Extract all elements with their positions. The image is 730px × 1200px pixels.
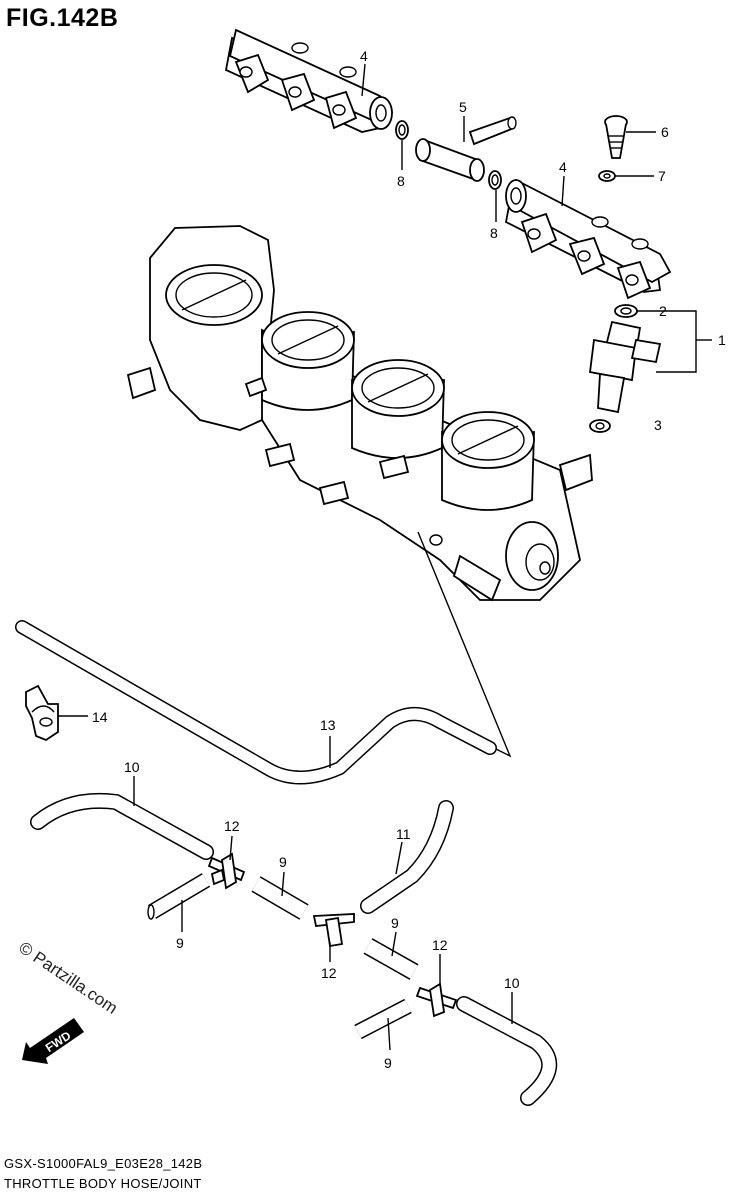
callout-12b: 12 <box>432 937 448 953</box>
reference-arrow <box>417 531 512 758</box>
joint-12a[interactable] <box>207 852 246 890</box>
callout-4b: 4 <box>559 159 567 175</box>
callout-2: 2 <box>659 303 667 319</box>
callout-6: 6 <box>661 124 669 140</box>
fwd-badge: FWD <box>22 1018 84 1064</box>
callout-8b: 8 <box>490 225 498 241</box>
callout-4a: 4 <box>360 48 368 64</box>
joint-12b[interactable] <box>312 913 355 948</box>
callout-14: 14 <box>92 709 108 725</box>
callout-labels: 1 2 3 4 4 5 6 7 8 8 13 14 10 12 9 11 9 9… <box>92 48 726 1071</box>
callout-3: 3 <box>654 417 662 433</box>
bolt[interactable] <box>604 115 628 159</box>
callout-7: 7 <box>658 168 666 184</box>
footer-description: THROTTLE BODY HOSE/JOINT <box>4 1176 202 1191</box>
throttle-body[interactable] <box>126 225 593 602</box>
callout-1: 1 <box>718 332 726 348</box>
figure-title: FIG.142B <box>6 4 119 32</box>
clamp[interactable] <box>25 684 59 742</box>
fuel-injector[interactable] <box>589 320 662 414</box>
callout-9b: 9 <box>176 935 184 951</box>
callout-9a: 9 <box>279 854 287 870</box>
callout-9d: 9 <box>384 1055 392 1071</box>
callout-12c: 12 <box>321 965 337 981</box>
callout-8a: 8 <box>397 173 405 189</box>
fuel-rail-upper[interactable] <box>224 28 394 133</box>
hose-13[interactable] <box>15 620 497 785</box>
callout-13: 13 <box>320 717 336 733</box>
callout-9c: 9 <box>391 915 399 931</box>
fuel-rail-lower[interactable] <box>504 178 672 300</box>
callout-12a: 12 <box>224 818 240 834</box>
callout-10b: 10 <box>504 975 520 991</box>
callout-10a: 10 <box>124 759 140 775</box>
leader-lines <box>58 63 712 1051</box>
footer-code: GSX-S1000FAL9_E03E28_142B <box>4 1156 203 1171</box>
callout-5: 5 <box>459 99 467 115</box>
fuel-joint[interactable] <box>415 116 517 182</box>
joint-12c[interactable] <box>415 982 458 1018</box>
callout-11: 11 <box>396 826 411 842</box>
